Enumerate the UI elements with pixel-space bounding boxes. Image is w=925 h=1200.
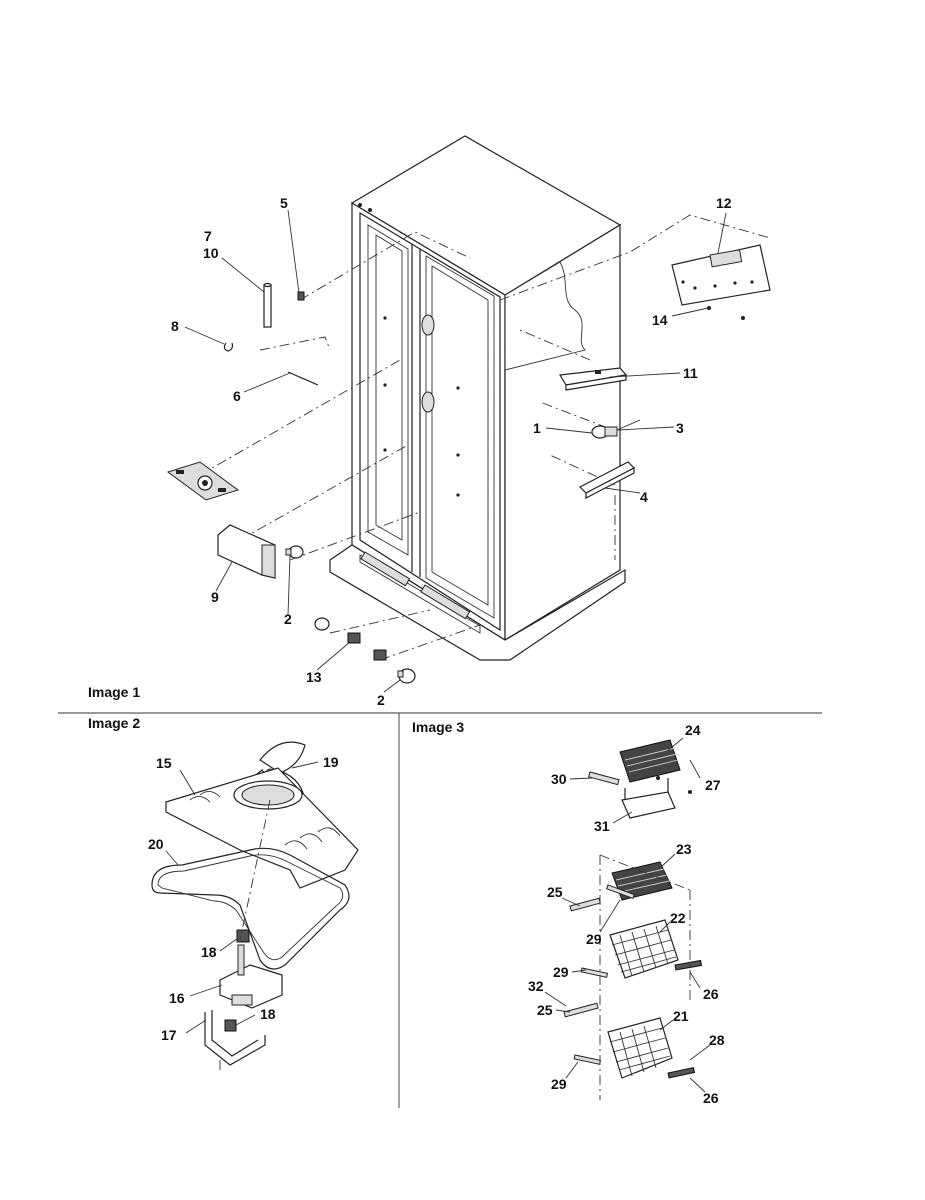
callout-15: 15	[156, 755, 172, 771]
callout-10: 10	[203, 245, 219, 261]
leader-lines-image2	[165, 761, 319, 1034]
callout-20: 20	[148, 836, 164, 852]
part-basket-lower	[607, 1017, 673, 1079]
callout-14: 14	[652, 312, 668, 328]
callout-11: 11	[683, 365, 698, 381]
callout-25-lower: 25	[537, 1002, 553, 1018]
callout-26-upper: 26	[703, 986, 719, 1002]
guide-lines-image3	[599, 854, 691, 1100]
part-bracket-lower	[578, 461, 636, 499]
part-tube	[263, 282, 272, 328]
part-fan-motor	[219, 944, 283, 1009]
part-top-plate	[671, 244, 771, 306]
part-socket	[347, 632, 387, 661]
callout-25-upper: 25	[547, 884, 563, 900]
callout-12: 12	[716, 195, 732, 211]
callout-30: 30	[551, 771, 567, 787]
callout-26-lower: 26	[703, 1090, 719, 1106]
part-bulb-upper	[285, 545, 304, 559]
part-basket-slide-upper-right	[674, 959, 703, 971]
guide-line-image2	[239, 799, 271, 941]
part-bulb-lower-left	[314, 617, 330, 631]
part-wire-shelf-top	[619, 739, 681, 783]
callout-27: 27	[705, 777, 721, 793]
part-screws	[707, 306, 745, 320]
callout-21: 21	[673, 1008, 689, 1024]
part-grommet-upper	[236, 929, 250, 943]
callout-23: 23	[676, 841, 692, 857]
panel-label-image2: Image 2	[88, 715, 140, 731]
callout-2-upper: 2	[284, 611, 292, 627]
part-fan-housing-left	[166, 461, 240, 501]
callout-32: 32	[528, 978, 544, 994]
callout-9: 9	[211, 589, 219, 605]
callout-29-upper: 29	[586, 931, 602, 947]
callout-28: 28	[709, 1032, 725, 1048]
callout-18-upper: 18	[201, 944, 217, 960]
callout-29-middle: 29	[553, 964, 569, 980]
callout-24: 24	[685, 722, 701, 738]
part-shelf-rail-lower	[563, 1002, 599, 1018]
part-basket-slide-lower-left	[573, 1054, 602, 1065]
part-basket-slide-lower-right	[667, 1067, 696, 1079]
part-motor-bracket	[204, 1010, 266, 1070]
callout-31: 31	[594, 818, 610, 834]
part-fan-shroud	[165, 767, 359, 889]
callout-22: 22	[670, 910, 686, 926]
refrigerator-cabinet	[329, 135, 626, 661]
callout-29-lower: 29	[551, 1076, 567, 1092]
part-shelf-rail-middle	[569, 884, 635, 912]
part-basket-upper	[609, 919, 679, 979]
callout-1: 1	[533, 420, 541, 436]
callout-19: 19	[323, 754, 339, 770]
part-clip	[223, 342, 234, 352]
guide-lines-image1	[199, 214, 771, 661]
part-screw	[297, 291, 305, 301]
callout-5: 5	[280, 195, 288, 211]
part-bracket-upper	[559, 367, 628, 391]
part-shelf-frame-top	[621, 778, 676, 819]
leader-lines-image3	[544, 737, 711, 1093]
part-drain-loop	[151, 847, 350, 970]
callout-13: 13	[306, 669, 322, 685]
part-bulb-lower-right	[397, 668, 416, 684]
part-thermostat	[591, 419, 641, 439]
callout-4: 4	[640, 489, 648, 505]
callout-2-lower: 2	[377, 692, 385, 708]
part-wire	[287, 371, 319, 386]
part-wire-shelf-middle	[611, 861, 673, 901]
part-basket-slide-upper-left	[580, 967, 609, 978]
part-grommet-lower	[224, 1019, 237, 1032]
panel-label-image1: Image 1	[88, 684, 140, 700]
callout-16: 16	[169, 990, 185, 1006]
callout-8: 8	[171, 318, 179, 334]
part-light-cover	[217, 524, 276, 579]
callout-18-lower: 18	[260, 1006, 276, 1022]
callout-7: 7	[204, 228, 212, 244]
part-shelf-rail-top	[588, 771, 620, 786]
callout-3: 3	[676, 420, 684, 436]
panel-label-image3: Image 3	[412, 719, 464, 735]
leader-lines-image1	[184, 209, 727, 693]
callout-6: 6	[233, 388, 241, 404]
callout-17: 17	[161, 1027, 177, 1043]
